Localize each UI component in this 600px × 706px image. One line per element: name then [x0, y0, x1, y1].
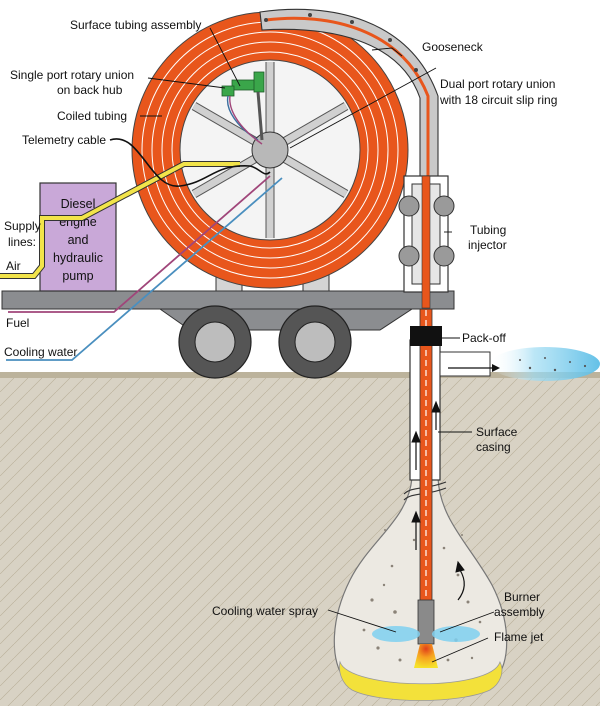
label-burner-1: Burner — [504, 590, 540, 604]
label-coiled-tubing: Coiled tubing — [57, 109, 127, 123]
diesel-line-3: and — [68, 233, 89, 247]
pack-off — [410, 326, 442, 346]
tubing-injector — [398, 175, 455, 309]
downhole-tubing — [419, 307, 433, 604]
exhaust-arrowhead — [492, 364, 500, 372]
label-supply-2: lines: — [8, 235, 36, 249]
label-surface-casing-2: casing — [476, 440, 511, 454]
label-flame-jet: Flame jet — [494, 630, 544, 644]
label-dual-port-1: Dual port rotary union — [440, 77, 555, 91]
label-gooseneck: Gooseneck — [422, 40, 484, 54]
label-supply-1: Supply — [4, 219, 41, 233]
leader-lines — [140, 27, 495, 663]
diesel-line-5: pump — [62, 269, 93, 283]
label-tubing-injector-1: Tubing — [470, 223, 506, 237]
surface-tubing-assembly — [221, 71, 265, 145]
burner-assembly — [372, 599, 480, 668]
flow-arrows — [411, 400, 465, 601]
label-burner-2: assembly — [494, 605, 545, 619]
exhaust-cloud — [490, 347, 600, 381]
label-cooling-water-spray: Cooling water spray — [212, 604, 318, 618]
label-telemetry-cable: Telemetry cable — [22, 133, 106, 147]
label-air: Air — [6, 259, 21, 273]
gooseneck — [259, 8, 439, 177]
tubing-reel — [131, 11, 409, 289]
label-dual-port-2: with 18 circuit slip ring — [439, 93, 557, 107]
diesel-engine: Diesel engine and hydraulic pump — [39, 182, 117, 292]
label-single-port-1: Single port rotary union — [10, 68, 134, 82]
label-surface-casing-1: Surface — [476, 425, 518, 439]
label-pack-off: Pack-off — [462, 331, 506, 345]
label-fuel: Fuel — [6, 316, 29, 330]
diesel-line-4: hydraulic — [53, 251, 103, 265]
diesel-line-1: Diesel — [61, 197, 96, 211]
label-single-port-2: on back hub — [57, 83, 123, 97]
label-surface-tubing-assembly: Surface tubing assembly — [70, 18, 201, 32]
label-cooling-water: Cooling water — [4, 345, 77, 359]
trailer — [1, 290, 455, 379]
supply-lines — [0, 138, 283, 361]
ground — [0, 372, 600, 706]
label-tubing-injector-2: injector — [468, 238, 507, 252]
